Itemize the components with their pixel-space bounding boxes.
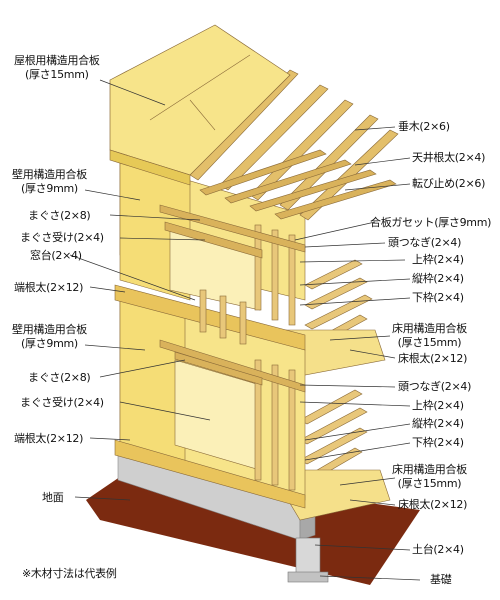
upper-top-plate xyxy=(159,204,306,253)
label-floor-board-lower-line1: 床用構造用合板 xyxy=(392,463,467,476)
label-magusa-upper: まぐさ(2×8) xyxy=(28,209,91,222)
roof-fascia xyxy=(109,149,191,186)
lower-top-plate xyxy=(159,339,306,393)
label-floor-board-upper: 床用構造用合板 (厚さ15mm) xyxy=(392,322,467,350)
label-tatewaku-lower: 縦枠(2×4) xyxy=(412,417,464,430)
label-dodai: 土台(2×4) xyxy=(412,543,464,556)
wall-studs xyxy=(199,224,296,491)
leader-lines xyxy=(69,79,421,581)
label-roof-board: 屋根用構造用合板 (厚さ15mm) xyxy=(14,54,100,82)
label-yuka-netai-lower: 床根太(2×12) xyxy=(398,498,468,511)
label-uwawaku-lower: 上枠(2×4) xyxy=(412,399,464,412)
label-wall-board-upper-line2: (厚さ9mm) xyxy=(20,182,78,195)
label-wall-board-upper: 壁用構造用合板 (厚さ9mm) xyxy=(12,168,87,196)
label-atama-tsunagi-upper: 頭つなぎ(2×4) xyxy=(388,236,462,249)
label-floor-board-lower: 床用構造用合板 (厚さ15mm) xyxy=(392,463,467,491)
label-atama-tsunagi-lower: 頭つなぎ(2×4) xyxy=(398,380,472,393)
label-magusa-uke-upper: まぐさ受け(2×4) xyxy=(20,231,104,244)
label-hashi-netai-lower: 端根太(2×12) xyxy=(14,432,84,445)
label-hashi-netai-upper: 端根太(2×12) xyxy=(14,281,84,294)
label-shitawaku-lower: 下枠(2×4) xyxy=(412,436,464,449)
label-tatewaku-upper: 縦枠(2×4) xyxy=(412,272,464,285)
label-gusset: 合板ガセット(厚さ9mm) xyxy=(370,216,492,229)
label-note: ※木材寸法は代表例 xyxy=(22,567,117,580)
lower-rim-joist xyxy=(114,439,306,509)
label-tenjo-netai: 天井根太(2×4) xyxy=(412,151,486,164)
label-magusa-lower: まぐさ(2×8) xyxy=(28,371,91,384)
foundation-footing-base xyxy=(287,571,329,583)
roof-seam xyxy=(149,54,251,121)
lower-header xyxy=(174,351,263,386)
ceiling-joists xyxy=(199,149,397,220)
label-shitawaku-upper: 下枠(2×4) xyxy=(412,291,464,304)
rafters xyxy=(189,69,399,221)
roof-seam-2 xyxy=(189,99,216,131)
label-magusa-uke-lower: まぐさ受け(2×4) xyxy=(20,396,104,409)
label-floor-board-lower-line2: (厚さ15mm) xyxy=(397,477,462,490)
label-taruki: 垂木(2×6) xyxy=(398,120,450,133)
roof-plywood xyxy=(109,24,291,176)
label-wall-board-lower-line1: 壁用構造用合板 xyxy=(12,323,87,336)
label-kiso: 基礎 xyxy=(430,573,452,586)
label-roof-board-line2: (厚さ15mm) xyxy=(24,68,89,81)
label-korobi-dome: 転び止め(2×6) xyxy=(412,177,486,190)
label-floor-board-upper-line1: 床用構造用合板 xyxy=(392,322,467,335)
label-floor-board-upper-line2: (厚さ15mm) xyxy=(397,336,462,349)
upper-header xyxy=(164,221,263,259)
label-wall-board-lower-line2: (厚さ9mm) xyxy=(20,337,78,350)
label-wall-board-lower: 壁用構造用合板 (厚さ9mm) xyxy=(12,323,87,351)
label-yuka-netai-upper: 床根太(2×12) xyxy=(398,352,468,365)
label-ground: 地面 xyxy=(42,491,64,504)
label-madodai: 窓台(2×4) xyxy=(30,249,82,262)
label-roof-board-line1: 屋根用構造用合板 xyxy=(14,54,100,67)
label-uwawaku-upper: 上枠(2×4) xyxy=(412,253,464,266)
label-wall-board-upper-line1: 壁用構造用合板 xyxy=(12,168,87,181)
